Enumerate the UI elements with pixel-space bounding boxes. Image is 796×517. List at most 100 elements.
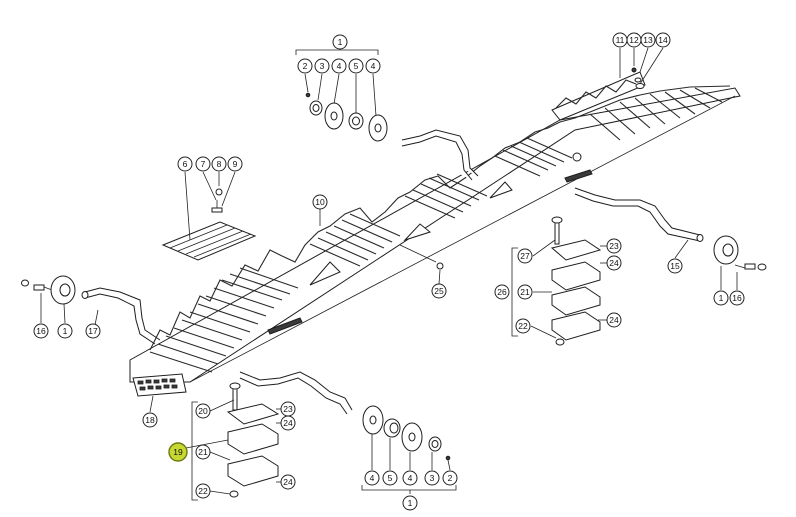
crankshaft-bottom — [239, 371, 353, 415]
callout-6[interactable]: 6 — [177, 156, 193, 172]
callout-1-left[interactable]: 1 — [57, 323, 73, 339]
callout-16-left[interactable]: 16 — [33, 323, 49, 339]
svg-text:21: 21 — [198, 447, 208, 457]
svg-text:20: 20 — [198, 406, 208, 416]
svg-text:4: 4 — [408, 473, 413, 483]
callout-4-bot-b[interactable]: 4 — [402, 470, 418, 486]
svg-text:1: 1 — [63, 326, 68, 336]
misc-parts — [132, 209, 689, 413]
callout-5-top[interactable]: 5 — [348, 58, 364, 74]
svg-text:23: 23 — [609, 241, 619, 251]
svg-text:17: 17 — [88, 326, 98, 336]
callout-2-bot[interactable]: 2 — [442, 470, 458, 486]
callout-13[interactable]: 13 — [640, 32, 656, 48]
svg-text:21: 21 — [520, 287, 530, 297]
svg-text:23: 23 — [283, 404, 293, 414]
bottom-bearing-group — [361, 405, 457, 494]
callout-21-r[interactable]: 21 — [517, 284, 533, 300]
callout-5-bot[interactable]: 5 — [382, 470, 398, 486]
callout-26[interactable]: 26 — [494, 284, 510, 300]
svg-text:4: 4 — [371, 61, 376, 71]
svg-text:16: 16 — [732, 293, 742, 303]
callout-15[interactable]: 15 — [667, 258, 683, 274]
svg-text:26: 26 — [497, 287, 507, 297]
svg-text:19: 19 — [173, 447, 183, 457]
svg-text:11: 11 — [616, 35, 625, 45]
callout-21-bl[interactable]: 21 — [195, 444, 211, 460]
svg-text:5: 5 — [388, 473, 393, 483]
callouts: 1 2 3 4 5 4 6 7 8 9 10 11 12 13 14 15 16… — [33, 32, 745, 511]
mount-group-bottom-left — [185, 382, 282, 501]
callout-3-top[interactable]: 3 — [314, 58, 330, 74]
callout-10[interactable]: 10 — [312, 194, 328, 210]
svg-text:1: 1 — [338, 37, 343, 47]
svg-text:18: 18 — [145, 415, 155, 425]
svg-text:24: 24 — [283, 477, 293, 487]
callout-7[interactable]: 7 — [195, 156, 211, 172]
svg-text:4: 4 — [337, 61, 342, 71]
callout-24-r-b[interactable]: 24 — [606, 312, 622, 328]
callout-4-top-a[interactable]: 4 — [331, 58, 347, 74]
svg-text:1: 1 — [408, 498, 413, 508]
svg-text:4: 4 — [370, 473, 375, 483]
svg-text:2: 2 — [448, 473, 453, 483]
svg-text:1: 1 — [719, 293, 724, 303]
svg-text:7: 7 — [201, 159, 206, 169]
callout-16-right[interactable]: 16 — [729, 290, 745, 306]
callout-24-r-a[interactable]: 24 — [606, 255, 622, 271]
pad-group — [161, 171, 257, 261]
svg-text:6: 6 — [183, 159, 188, 169]
svg-text:22: 22 — [198, 486, 208, 496]
svg-text:9: 9 — [233, 159, 238, 169]
svg-text:3: 3 — [430, 473, 435, 483]
top-bearing-group — [295, 46, 388, 142]
callout-18[interactable]: 18 — [142, 412, 158, 428]
callout-20[interactable]: 20 — [195, 403, 211, 419]
callout-3-bot[interactable]: 3 — [424, 470, 440, 486]
crankshaft-left — [81, 287, 161, 345]
callout-24-bl-a[interactable]: 24 — [280, 415, 296, 431]
svg-text:2: 2 — [303, 61, 308, 71]
callout-25[interactable]: 25 — [431, 283, 447, 299]
svg-text:24: 24 — [609, 315, 619, 325]
callout-1-bot[interactable]: 1 — [402, 495, 418, 511]
bracket-group — [619, 47, 664, 89]
callout-1-right[interactable]: 1 — [713, 290, 729, 306]
crankshaft-right — [574, 187, 704, 242]
crankshaft-top — [401, 129, 479, 181]
svg-text:12: 12 — [629, 35, 639, 45]
callout-24-bl-b[interactable]: 24 — [280, 474, 296, 490]
callout-4-top-b[interactable]: 4 — [365, 58, 381, 74]
svg-text:24: 24 — [283, 418, 293, 428]
svg-text:3: 3 — [320, 61, 325, 71]
callout-19[interactable]: 19 — [168, 442, 188, 462]
callout-9[interactable]: 9 — [227, 156, 243, 172]
svg-text:5: 5 — [354, 61, 359, 71]
svg-text:22: 22 — [518, 321, 528, 331]
callout-11[interactable]: 11 — [612, 32, 628, 48]
callout-4-bot-a[interactable]: 4 — [364, 470, 380, 486]
callout-23-bl[interactable]: 23 — [280, 401, 296, 417]
callout-8[interactable]: 8 — [211, 156, 227, 172]
callout-27[interactable]: 27 — [517, 248, 533, 264]
step-frame — [129, 71, 741, 383]
callout-22-r[interactable]: 22 — [515, 318, 531, 334]
svg-text:15: 15 — [670, 261, 680, 271]
svg-text:10: 10 — [315, 197, 325, 207]
svg-text:24: 24 — [609, 258, 619, 268]
callout-1-top[interactable]: 1 — [332, 34, 348, 50]
callout-23-r[interactable]: 23 — [606, 238, 622, 254]
svg-text:25: 25 — [434, 286, 444, 296]
mount-group-right — [511, 216, 608, 346]
right-bearing-group — [713, 235, 767, 290]
callout-12[interactable]: 12 — [626, 32, 642, 48]
callout-14[interactable]: 14 — [655, 32, 671, 48]
svg-text:16: 16 — [36, 326, 46, 336]
svg-text:14: 14 — [658, 35, 668, 45]
svg-text:13: 13 — [643, 35, 653, 45]
callout-17[interactable]: 17 — [85, 323, 101, 339]
callout-22-bl[interactable]: 22 — [195, 483, 211, 499]
svg-text:8: 8 — [217, 159, 222, 169]
callout-2-top[interactable]: 2 — [297, 58, 313, 74]
